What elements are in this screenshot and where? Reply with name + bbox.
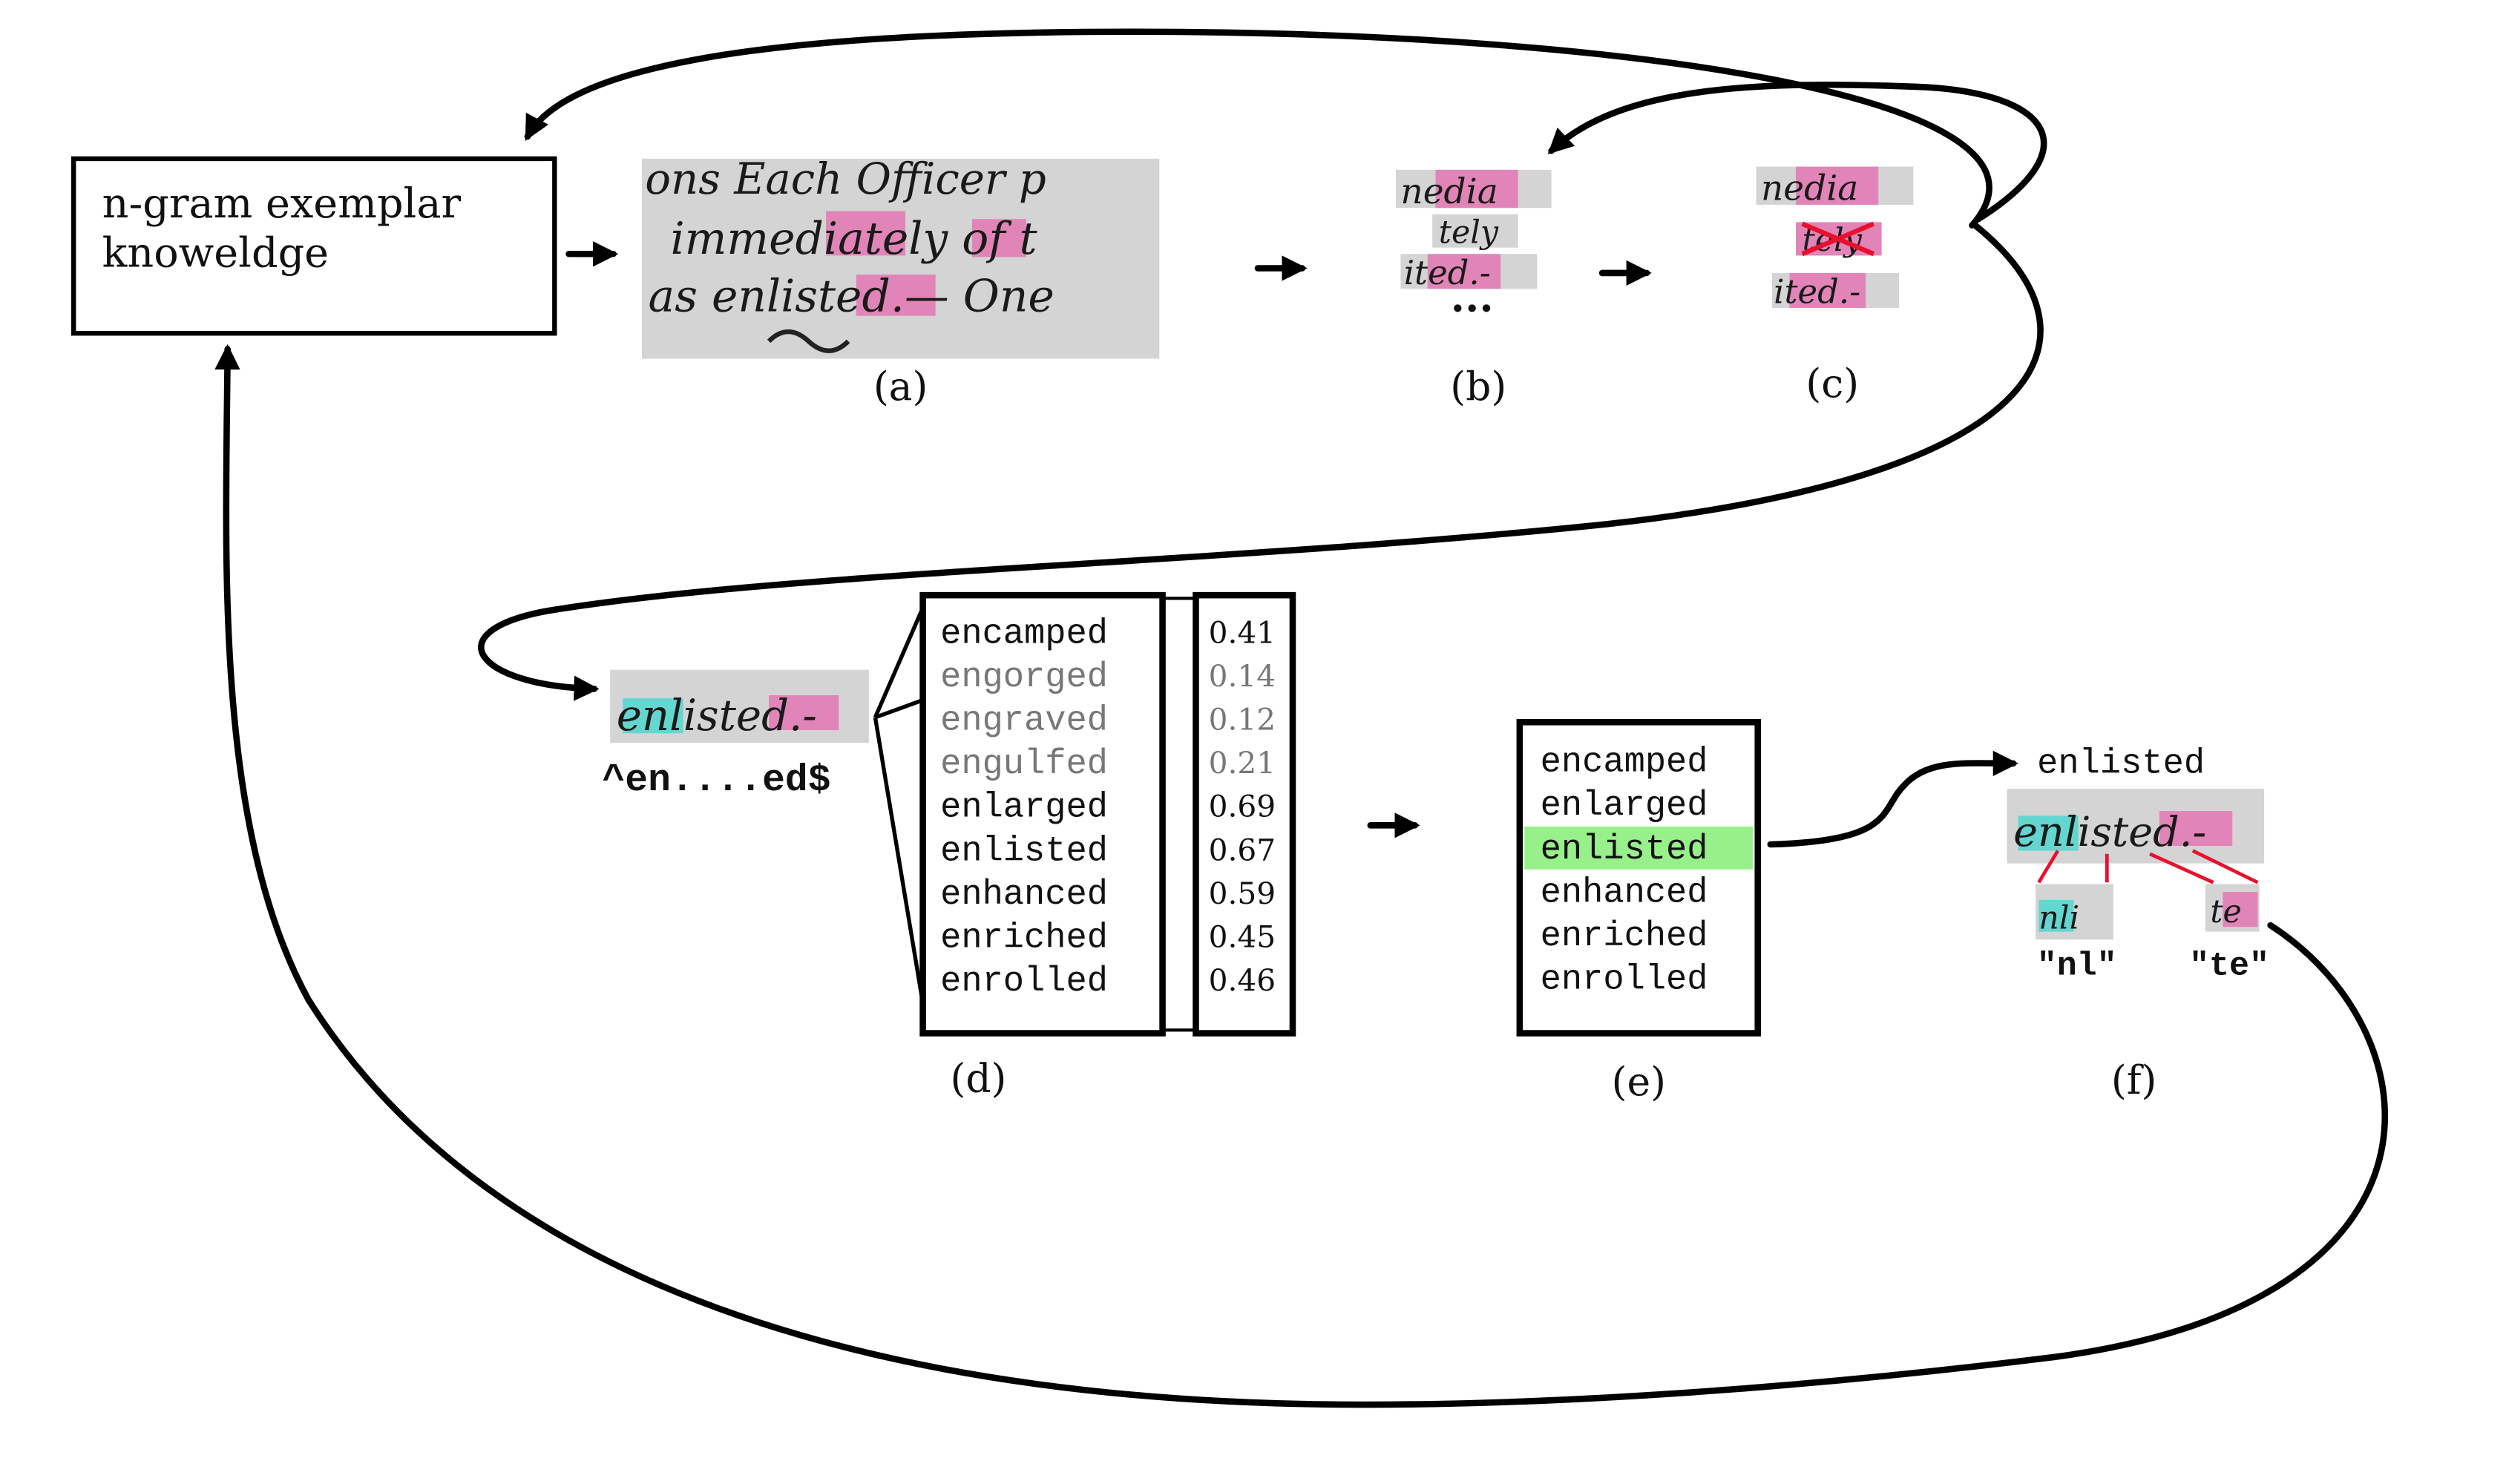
label-a: (a) bbox=[873, 363, 928, 410]
candidate-word: enlarged bbox=[940, 789, 1108, 828]
loop-f-to-knowledge bbox=[214, 344, 2388, 1408]
pruned-word: enrolled bbox=[1541, 961, 1708, 1000]
candidate-score: 0.67 bbox=[1209, 832, 1276, 867]
doc-line-1: ons Each Officer p bbox=[645, 154, 1046, 204]
candidate-score: 0.41 bbox=[1209, 614, 1276, 650]
highlight-dia bbox=[826, 211, 906, 256]
reject-cross-icon bbox=[1801, 221, 1875, 257]
candidate-word: enriched bbox=[940, 919, 1108, 959]
pruned-word: enriched bbox=[1541, 917, 1708, 956]
pruned-list-box bbox=[1516, 718, 1761, 1037]
curve-e-to-f bbox=[1767, 750, 2018, 848]
candidate-score: 0.46 bbox=[1209, 962, 1276, 998]
candidate-word: engraved bbox=[940, 702, 1108, 741]
crop-b-3: ited.- bbox=[1404, 253, 1491, 292]
candidate-score: 0.59 bbox=[1209, 876, 1276, 911]
ngram-nl-crop: nli bbox=[2038, 899, 2079, 936]
score-list-box bbox=[1193, 591, 1296, 1037]
candidate-word: encamped bbox=[940, 614, 1108, 654]
ngram-te-crop: te bbox=[2210, 893, 2242, 930]
knowledge-box: n-gram exemplar knoweldge bbox=[70, 156, 557, 336]
recognized-word-crop: enlisted.- bbox=[2007, 789, 2265, 864]
candidate-score: 0.45 bbox=[1209, 919, 1276, 955]
recognized-crop-text: enlisted.- bbox=[2013, 808, 2206, 856]
knowledge-line-2: knoweldge bbox=[102, 229, 329, 277]
candidate-score: 0.21 bbox=[1209, 745, 1276, 781]
ngram-nl: nli bbox=[2036, 884, 2113, 940]
ngram-links bbox=[2037, 849, 2259, 884]
document-image: ons Each Officer p immediately of t as e… bbox=[641, 154, 1160, 359]
panel-c-crops: nedia tely ited.- bbox=[1756, 166, 1914, 312]
box-connector bbox=[1162, 597, 1196, 1032]
highlight-ed bbox=[769, 695, 839, 730]
doc-line-3: as enlisted.— One bbox=[649, 270, 1054, 322]
ngram-te-label: "te" bbox=[2189, 948, 2269, 985]
highlight-en bbox=[623, 698, 683, 734]
loop-c-to-knowledge bbox=[524, 28, 1992, 229]
candidate-word: enrolled bbox=[940, 962, 1108, 1002]
pruned-word: enhanced bbox=[1541, 873, 1708, 913]
ngram-nl-label: "nl" bbox=[2037, 948, 2117, 985]
query-word-crop: enlisted.- bbox=[610, 669, 869, 743]
candidate-word: enlisted bbox=[940, 832, 1108, 871]
query-pattern: ^en....ed$ bbox=[602, 759, 830, 802]
crop-c-1: nedia bbox=[1761, 168, 1858, 209]
crop-b-2: tely bbox=[1439, 214, 1499, 251]
curve-c-to-query bbox=[478, 222, 2044, 701]
pruned-word: encamped bbox=[1541, 743, 1708, 783]
candidate-list-box bbox=[919, 591, 1166, 1037]
candidate-word: enhanced bbox=[940, 876, 1108, 915]
query-word: enlisted.- bbox=[617, 690, 817, 741]
label-e: (e) bbox=[1612, 1058, 1666, 1105]
candidate-score: 0.69 bbox=[1209, 789, 1276, 824]
recognized-word: enlisted bbox=[2037, 745, 2205, 784]
loop-c-to-b bbox=[1547, 81, 2047, 223]
candidate-scores: 0.41 0.14 0.12 0.21 0.69 0.67 0.59 0.45 0.46 bbox=[1209, 614, 1276, 998]
knowledge-line-1: n-gram exemplar bbox=[102, 180, 462, 228]
selected-highlight bbox=[1524, 827, 1754, 870]
candidate-words: encamped engorged engraved engulfed enlarged… bbox=[940, 614, 1108, 1002]
ngram-te: te bbox=[2205, 884, 2260, 932]
candidate-score: 0.14 bbox=[1209, 658, 1276, 694]
highlight-ted bbox=[856, 275, 936, 316]
crop-b-1: nedia bbox=[1400, 171, 1498, 212]
label-d: (d) bbox=[950, 1055, 1006, 1102]
highlight-tely bbox=[971, 219, 1026, 257]
candidate-word: engorged bbox=[940, 658, 1108, 697]
panel-b-crops: nedia tely ited.- ... bbox=[1396, 169, 1552, 321]
candidate-score: 0.12 bbox=[1209, 702, 1276, 738]
pruned-word: enlarged bbox=[1541, 787, 1708, 826]
label-f: (f) bbox=[2111, 1057, 2157, 1103]
crop-c-3: ited.- bbox=[1774, 272, 1860, 312]
candidate-word: engulfed bbox=[940, 745, 1108, 784]
label-b: (b) bbox=[1450, 363, 1506, 410]
label-c: (c) bbox=[1805, 360, 1859, 407]
fan-lines bbox=[873, 596, 930, 1032]
crop-b-ellipsis: ... bbox=[1451, 273, 1494, 321]
doc-line-2: immediately of t bbox=[670, 213, 1037, 265]
pruned-word: enlisted bbox=[1541, 830, 1708, 870]
